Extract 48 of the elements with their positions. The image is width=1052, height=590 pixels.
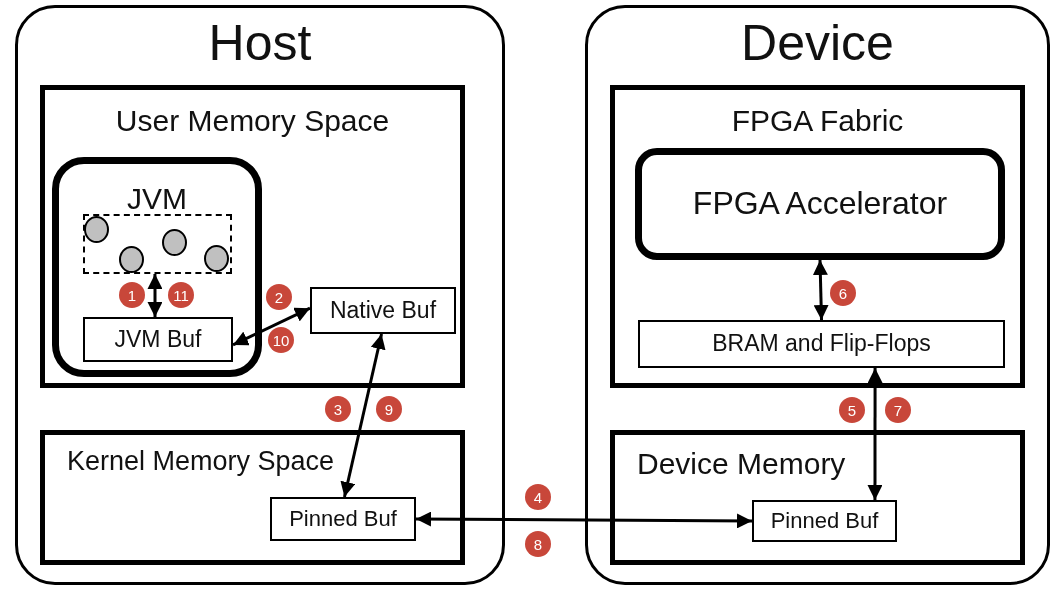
region-title: JVM xyxy=(126,182,188,215)
region-title: Kernel Memory Space xyxy=(67,447,335,477)
step-number: 8 xyxy=(525,531,551,557)
step-number: 5 xyxy=(839,397,865,423)
memory-region xyxy=(40,85,465,388)
step-number: 9 xyxy=(376,396,402,422)
memory-box xyxy=(638,320,1005,368)
panel-title: Host xyxy=(207,16,313,71)
box-label: Native Buf xyxy=(328,295,438,325)
step-number: 6 xyxy=(830,280,856,306)
device-panel xyxy=(585,5,1050,585)
step-number: 4 xyxy=(525,484,551,510)
object-circle xyxy=(119,246,144,273)
buffer-box xyxy=(310,287,456,334)
panel-title: Device xyxy=(740,16,895,71)
buffer-box xyxy=(83,317,233,362)
box-label: FPGA Accelerator xyxy=(691,184,949,224)
region-title: Device Memory xyxy=(637,447,846,480)
object-circle xyxy=(162,229,187,256)
jvm-container xyxy=(52,157,262,377)
box-label: Pinned Buf xyxy=(288,504,398,533)
box-label: Pinned Buf xyxy=(769,506,880,535)
box-label: JVM Buf xyxy=(113,324,203,354)
double-arrow xyxy=(147,274,163,317)
step-number: 10 xyxy=(268,327,294,353)
step-number: 11 xyxy=(168,282,194,308)
object-circle xyxy=(204,245,229,272)
double-arrow xyxy=(812,259,829,321)
heap-region xyxy=(83,214,232,274)
step-number: 1 xyxy=(119,282,145,308)
double-arrow xyxy=(232,306,311,347)
double-arrow xyxy=(867,368,883,500)
step-number: 2 xyxy=(266,284,292,310)
buffer-box xyxy=(270,497,416,541)
object-circle xyxy=(84,216,109,243)
region-title: FPGA Fabric xyxy=(730,104,905,137)
step-number: 7 xyxy=(885,397,911,423)
fabric-region xyxy=(610,85,1025,388)
buffer-box xyxy=(752,500,897,542)
step-number: 3 xyxy=(325,396,351,422)
host-panel xyxy=(15,5,505,585)
double-arrow xyxy=(340,333,386,498)
accelerator-box xyxy=(635,148,1005,260)
double-arrow xyxy=(416,511,752,529)
memory-region xyxy=(610,430,1025,565)
memory-region xyxy=(40,430,465,565)
region-title: User Memory Space xyxy=(114,104,391,137)
box-label: BRAM and Flip-Flops xyxy=(711,329,932,359)
